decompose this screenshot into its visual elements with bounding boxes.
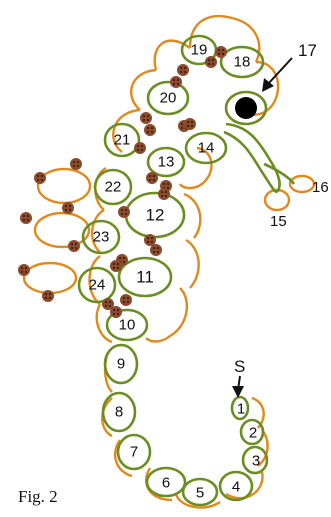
ring-16-label: 16: [312, 179, 329, 196]
start-label: S: [234, 357, 245, 376]
figure-caption: Fig. 2: [18, 487, 58, 506]
fin-ring-mid: [35, 213, 89, 247]
bead: [120, 294, 132, 306]
ring-label: 5: [196, 485, 204, 502]
bead: [34, 172, 46, 184]
ring-label: 3: [252, 453, 260, 470]
ring-label: 14: [198, 140, 215, 157]
ring-label: 18: [234, 54, 251, 71]
callout-17-label: 17: [298, 41, 317, 60]
eye-dot: [235, 97, 257, 119]
snout-line-lower: [224, 132, 277, 192]
bead: [140, 112, 152, 124]
ring-label: 22: [105, 179, 122, 196]
bead: [158, 188, 170, 200]
ring-label: 4: [232, 479, 240, 496]
bead: [62, 202, 74, 214]
ring-label: 12: [146, 206, 165, 225]
ring-label: 23: [93, 229, 110, 246]
ring-label: 2: [249, 425, 257, 442]
ring-label: 21: [114, 132, 131, 149]
ring-label: 1: [237, 401, 245, 418]
ring-label: 24: [89, 277, 106, 294]
bead: [177, 64, 189, 76]
fin-ring-bottom: [24, 263, 76, 293]
ring-label: 11: [136, 268, 154, 287]
ring-label: 7: [130, 444, 138, 461]
bead: [68, 240, 80, 252]
start-arrow: [232, 376, 244, 398]
ring-label: 6: [162, 475, 170, 492]
chain-chest-3: [186, 240, 199, 288]
ring-label: 13: [158, 154, 175, 171]
bead: [118, 206, 130, 218]
bead: [144, 234, 156, 246]
bead: [42, 290, 54, 302]
chain-tail-8: [252, 398, 264, 428]
bead: [150, 244, 162, 256]
ring-15-label: 15: [270, 213, 287, 230]
fin-ring-top: [38, 169, 90, 203]
bead: [184, 118, 196, 130]
chain-chest-2: [184, 194, 200, 238]
bead: [144, 124, 156, 136]
bead: [134, 142, 146, 154]
ring-label: 9: [117, 356, 125, 373]
ring-label: 10: [119, 317, 136, 334]
bead: [170, 76, 182, 88]
bead: [110, 260, 122, 272]
ring-label: 20: [160, 90, 177, 107]
ring-label: 19: [191, 42, 208, 59]
bead: [215, 46, 227, 58]
bead: [18, 264, 30, 276]
bead: [20, 212, 32, 224]
bead: [146, 172, 158, 184]
ring-label: 8: [115, 404, 123, 421]
bead: [70, 158, 82, 170]
